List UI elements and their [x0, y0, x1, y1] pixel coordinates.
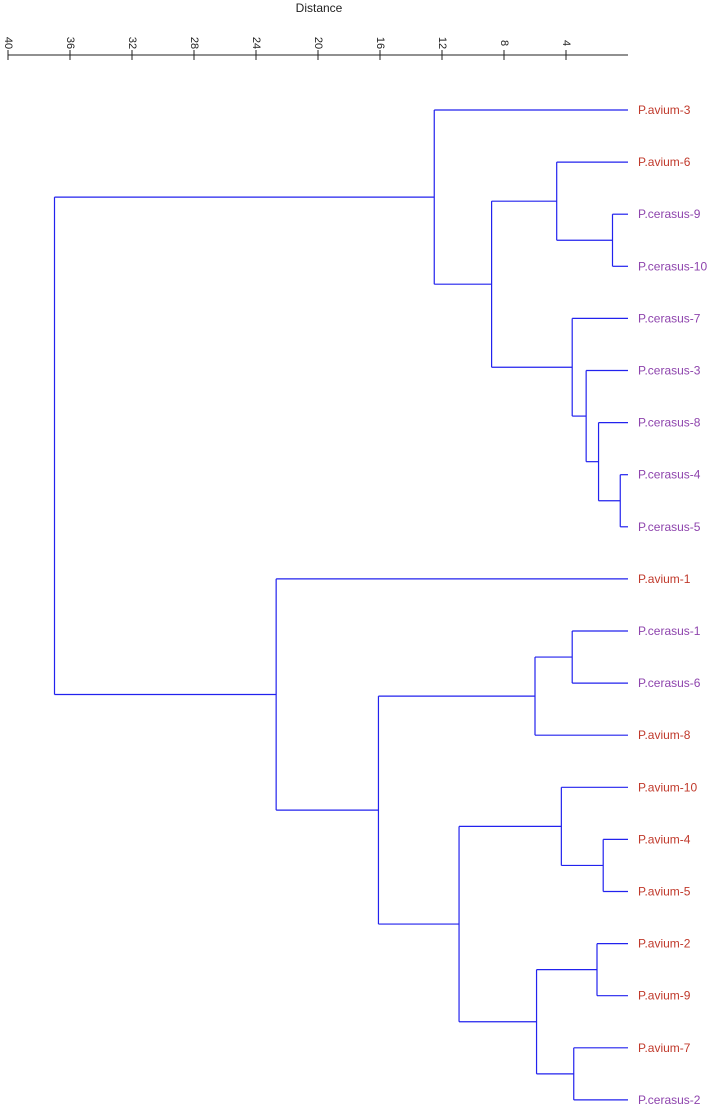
- axis-tick-label: 32: [126, 37, 138, 49]
- axis-tick-label: 24: [250, 37, 262, 49]
- axis-tick-label: 4: [560, 40, 572, 46]
- axis-tick-label: 12: [436, 37, 448, 49]
- leaf-label: P.cerasus-6: [638, 676, 701, 690]
- leaf-label: P.avium-7: [638, 1041, 691, 1055]
- leaf-label: P.avium-3: [638, 103, 691, 117]
- leaf-label: P.cerasus-1: [638, 624, 701, 638]
- leaf-label: P.avium-1: [638, 572, 691, 586]
- leaf-label: P.cerasus-3: [638, 364, 701, 378]
- leaf-label: P.avium-5: [638, 885, 691, 899]
- leaf-label: P.avium-2: [638, 937, 691, 951]
- distance-axis: 40 36 32 28 24 20 16 12 8 4: [2, 37, 628, 60]
- axis-tick-label: 36: [64, 37, 76, 49]
- axis-tick-label: 20: [312, 37, 324, 49]
- leaf-label: P.cerasus-5: [638, 520, 701, 534]
- axis-tick-label: 40: [2, 37, 14, 49]
- leaf-label: P.cerasus-2: [638, 1093, 701, 1105]
- leaf-label: P.cerasus-9: [638, 207, 701, 221]
- leaf-label: P.avium-4: [638, 832, 691, 846]
- dendrogram-branches: [53, 109, 628, 1101]
- leaf-label: P.cerasus-4: [638, 468, 701, 482]
- leaf-label: P.avium-8: [638, 728, 691, 742]
- leaf-labels: P.avium-3P.avium-6P.cerasus-9P.cerasus-1…: [638, 103, 707, 1105]
- leaf-label: P.cerasus-7: [638, 311, 701, 325]
- leaf-label: P.avium-9: [638, 989, 691, 1003]
- axis-tick-label: 8: [498, 40, 510, 46]
- axis-title: Distance: [296, 1, 343, 15]
- leaf-label: P.cerasus-10: [638, 259, 707, 273]
- leaf-label: P.avium-6: [638, 155, 691, 169]
- axis-tick-label: 28: [188, 37, 200, 49]
- axis-tick-label: 16: [374, 37, 386, 49]
- leaf-label: P.avium-10: [638, 780, 697, 794]
- leaf-label: P.cerasus-8: [638, 416, 701, 430]
